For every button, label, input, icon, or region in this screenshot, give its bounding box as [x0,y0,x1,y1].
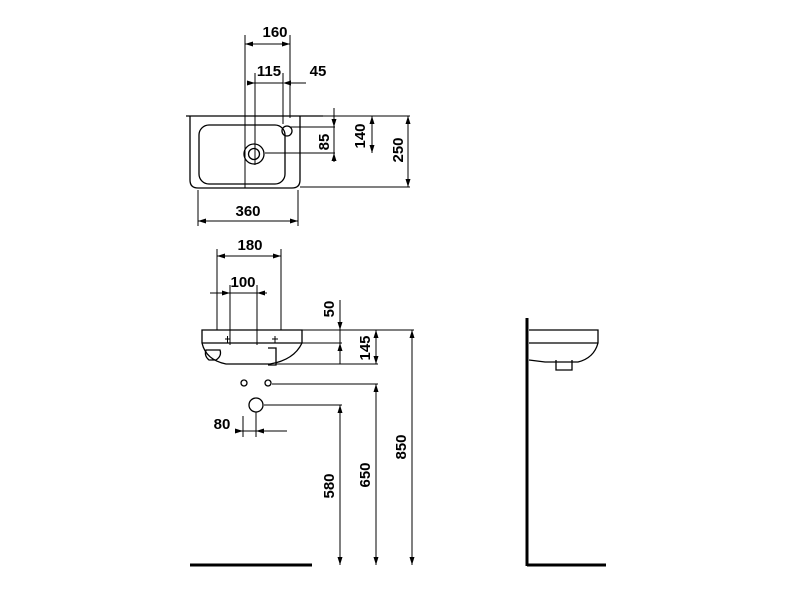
arrowhead [331,153,337,161]
arrowhead [405,179,411,187]
arrowhead [257,290,265,296]
dim-label-50: 50 [321,301,338,318]
arrowhead [373,384,379,392]
front-view: 180 100 50 145 80 580 650 850 [190,237,415,567]
dim-label-45: 45 [310,63,327,80]
fixing-mark-left [225,336,230,343]
waste-connection [248,397,264,413]
arrowhead [217,253,225,259]
arrowhead [409,557,415,565]
dim-label-100: 100 [230,274,255,291]
arrowhead [337,343,343,351]
arrowhead [198,218,206,224]
basin-outline-side [528,329,599,363]
arrowhead [337,405,343,413]
drain-outer [243,143,265,165]
dim-label-145: 145 [357,335,374,360]
arrowhead [405,116,411,124]
dim-label-180: 180 [237,237,262,254]
arrowhead [247,80,255,86]
basin-overflow [204,349,222,361]
basin-outline-front [201,329,303,365]
dim-label-80: 80 [214,416,231,433]
fixing-mark-right [272,336,278,343]
dim-label-250: 250 [390,137,407,162]
waste-stub-side [555,360,573,371]
dim-label-650: 650 [357,462,374,487]
arrowhead [245,41,253,47]
dim-label-360: 360 [235,203,260,220]
dim-label-85: 85 [316,134,333,151]
arrowhead [373,330,379,338]
fixing-point-right [264,379,272,387]
dim-label-140: 140 [352,123,369,148]
waste-pipe [268,347,277,366]
dim-label-115: 115 [257,63,281,80]
arrowhead [337,322,343,330]
dim-label-850: 850 [393,434,410,459]
arrowhead [282,41,290,47]
dim-label-160: 160 [262,24,287,41]
arrowhead [235,428,243,434]
side-view [525,318,606,567]
arrowhead [283,80,291,86]
arrowhead [256,428,264,434]
arrowhead [337,557,343,565]
arrowhead [409,330,415,338]
arrowhead [369,145,375,153]
tap-hole [281,125,293,137]
arrowhead [373,356,379,364]
fixing-point-left [240,379,248,387]
arrowhead [373,557,379,565]
arrowhead [331,119,337,127]
arrowhead [273,253,281,259]
drain-inner [247,147,261,161]
bowl-inner-outline [198,124,286,185]
top-view: 160 115 45 85 140 250 360 [186,24,411,226]
arrowhead [369,116,375,124]
arrowhead [222,290,230,296]
arrowhead [290,218,298,224]
dim-label-580: 580 [321,473,338,498]
